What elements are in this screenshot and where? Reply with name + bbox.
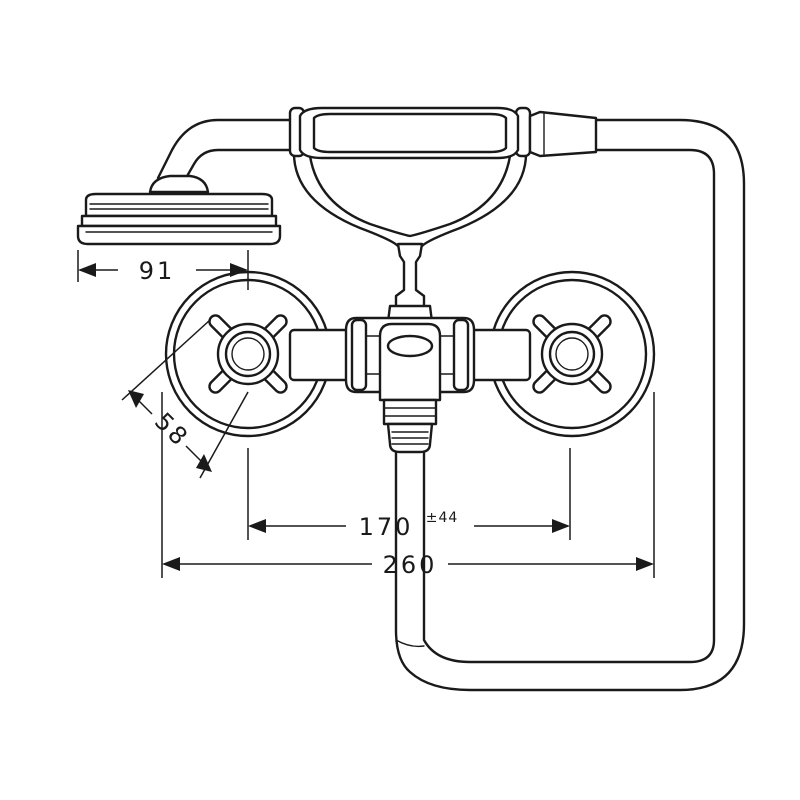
dimension-tolerance-170: ±44 xyxy=(426,510,459,526)
dimension-label-170: 170 xyxy=(359,513,414,541)
shower-hose xyxy=(394,118,746,692)
dimension-label-58: 58 xyxy=(149,407,195,453)
dimension-260: 260 xyxy=(161,392,655,579)
central-stem xyxy=(386,242,434,324)
dimension-170: 170 ±44 xyxy=(247,448,571,541)
shower-head xyxy=(76,174,282,246)
cross-handle-right xyxy=(532,314,612,394)
cross-handle-left xyxy=(208,314,288,394)
shower-arm xyxy=(156,118,292,180)
handshower-cradle xyxy=(292,148,528,248)
dimension-91: 91 xyxy=(77,250,249,290)
handshower-handle xyxy=(288,106,598,160)
hose-outlet xyxy=(378,322,442,454)
dimension-label-260: 260 xyxy=(383,551,438,579)
dimension-label-91: 91 xyxy=(139,257,176,285)
